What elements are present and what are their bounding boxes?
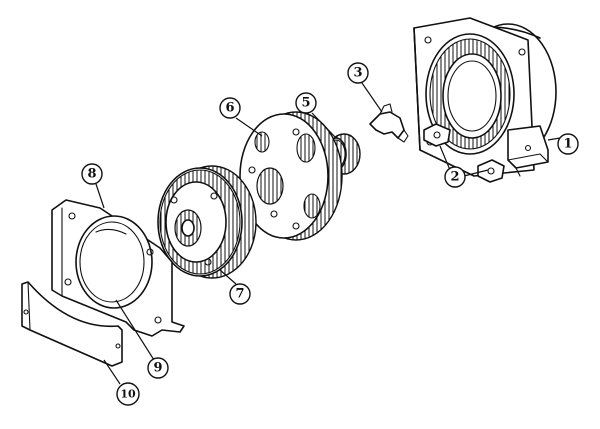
callout-6: 6 bbox=[219, 97, 263, 137]
svg-text:9: 9 bbox=[153, 361, 162, 376]
planet-gear-ring bbox=[157, 165, 257, 279]
callout-2: 2 bbox=[439, 145, 489, 188]
gear-housing bbox=[413, 17, 557, 177]
callout-5: 5 bbox=[295, 92, 337, 139]
support-bracket bbox=[21, 281, 123, 367]
callout-7: 7 bbox=[219, 269, 251, 305]
callout-10: 10 bbox=[103, 359, 140, 406]
spring-clip bbox=[369, 103, 409, 143]
hex-nut-upper bbox=[423, 123, 451, 147]
callout-1: 1 bbox=[547, 133, 579, 155]
svg-text:10: 10 bbox=[120, 388, 136, 401]
svg-text:7: 7 bbox=[235, 287, 244, 302]
hex-nut-lower bbox=[477, 159, 505, 183]
planet-carrier-disc bbox=[239, 111, 343, 241]
callout-8: 8 bbox=[81, 163, 105, 209]
callout-9: 9 bbox=[115, 299, 169, 379]
svg-text:8: 8 bbox=[87, 167, 96, 182]
svg-text:6: 6 bbox=[225, 101, 234, 116]
svg-text:1: 1 bbox=[563, 137, 572, 152]
svg-text:5: 5 bbox=[301, 96, 310, 111]
callout-3: 3 bbox=[347, 62, 383, 113]
svg-text:3: 3 bbox=[353, 66, 362, 81]
svg-text:2: 2 bbox=[450, 170, 459, 185]
mounting-plate bbox=[51, 199, 185, 337]
